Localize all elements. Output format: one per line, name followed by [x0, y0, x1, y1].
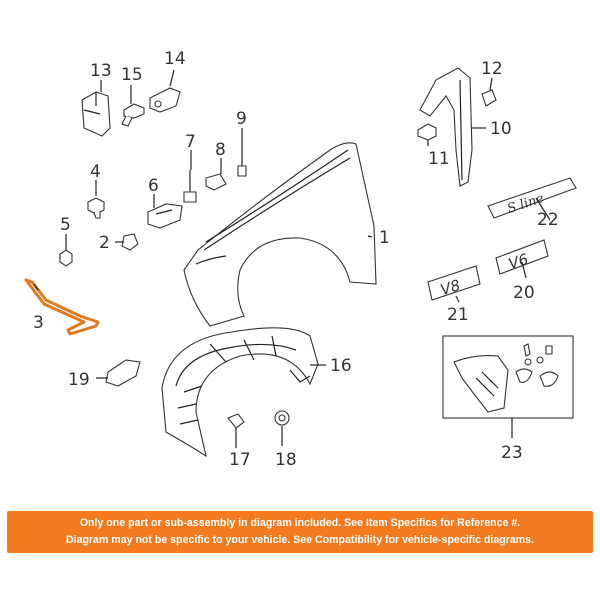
part-5-nut	[59, 249, 73, 267]
callout-5: 5	[60, 215, 71, 235]
callout-22: 22	[537, 210, 559, 230]
callout-19: 19	[68, 370, 90, 390]
callout-numbers: 13 15 14 4 5 6 2 7 8 9 1 3 16 17 18 19 1…	[33, 49, 559, 470]
callout-4: 4	[90, 162, 101, 182]
callout-18: 18	[275, 450, 297, 470]
callout-15: 15	[121, 65, 143, 85]
callout-6: 6	[148, 176, 159, 196]
callout-20: 20	[513, 283, 535, 303]
part-18-clip	[274, 410, 290, 426]
v8-badge-text: V8	[438, 276, 462, 299]
callout-9: 9	[236, 109, 247, 129]
callout-8: 8	[215, 140, 226, 160]
disclaimer-line-2: Diagram may not be specific to your vehi…	[65, 534, 535, 546]
callout-17: 17	[229, 450, 251, 470]
part-23-mudflap-kit	[442, 335, 574, 419]
callout-3: 3	[33, 313, 44, 333]
part-22-sline-badge: S line	[487, 177, 577, 219]
callout-10: 10	[490, 119, 512, 139]
callout-1: 1	[379, 228, 390, 248]
part-16-wheel-liner	[161, 327, 319, 458]
disclaimer-line-1: Only one part or sub-assembly in diagram…	[79, 517, 521, 529]
callout-16: 16	[330, 356, 352, 376]
callout-2: 2	[99, 233, 110, 253]
leader-lines	[33, 69, 551, 448]
part-4-bolt	[87, 197, 105, 219]
part-13-bracket	[81, 91, 111, 137]
part-7-bolt	[183, 170, 197, 203]
part-14-bracket	[149, 87, 181, 113]
v6-badge-text: V6	[506, 250, 530, 273]
part-8-clip	[205, 173, 227, 191]
part-21-v8-badge: V8	[427, 265, 481, 301]
part-20-v6-badge: V6	[495, 239, 549, 275]
part-2-bolt	[121, 233, 139, 251]
part-17-screw	[227, 413, 245, 440]
callout-11: 11	[428, 149, 450, 169]
part-10-molding	[419, 67, 473, 187]
part-9-stud	[237, 150, 247, 177]
callout-23: 23	[501, 443, 523, 463]
callout-12: 12	[481, 59, 503, 79]
part-15-bolt	[121, 103, 145, 127]
part-1-fender	[183, 142, 377, 327]
callout-14: 14	[164, 49, 186, 69]
part-19-bracket	[105, 359, 141, 387]
part-6-bracket	[147, 203, 183, 229]
part-11-bolt	[417, 123, 437, 141]
part-12-clip	[481, 89, 497, 107]
disclaimer-banner: Only one part or sub-assembly in diagram…	[7, 511, 593, 553]
callout-21: 21	[447, 305, 469, 325]
callout-7: 7	[185, 132, 196, 152]
callout-13: 13	[90, 61, 112, 81]
part-3-bracket	[24, 278, 100, 336]
